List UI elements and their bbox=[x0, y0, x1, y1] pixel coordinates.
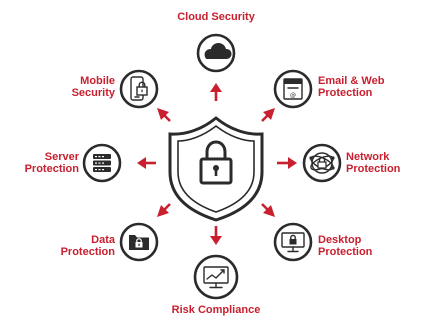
svg-text:@: @ bbox=[290, 92, 296, 99]
node-risk bbox=[193, 254, 239, 300]
node-desktop bbox=[273, 222, 313, 262]
node-mobile bbox=[119, 69, 159, 109]
label-email: Email & Web Protection bbox=[318, 75, 385, 99]
label-server: Server Protection bbox=[24, 151, 79, 175]
arrow-to-email bbox=[261, 108, 275, 122]
node-server bbox=[82, 143, 122, 183]
node-network bbox=[302, 143, 342, 183]
arrow-to-risk bbox=[210, 226, 222, 245]
arrow-to-server bbox=[137, 157, 156, 169]
monitor-chart-icon bbox=[203, 266, 229, 289]
shield-padlock-icon bbox=[168, 116, 264, 222]
folder-lock-icon bbox=[129, 235, 149, 250]
arrow-to-data bbox=[157, 203, 171, 217]
label-network: Network Protection bbox=[346, 151, 401, 175]
label-risk: Risk Compliance bbox=[171, 304, 261, 316]
desktop-lock-icon bbox=[281, 232, 305, 253]
label-data: Data Protection bbox=[60, 234, 115, 258]
node-email: @ bbox=[273, 69, 313, 109]
label-cloud: Cloud Security bbox=[177, 11, 255, 23]
cloud-icon bbox=[204, 43, 232, 59]
node-data bbox=[119, 222, 159, 262]
arrow-to-desktop bbox=[261, 203, 275, 217]
mobile-lock-icon bbox=[130, 76, 148, 101]
network-globe-icon bbox=[309, 152, 335, 174]
arrow-to-cloud bbox=[210, 83, 222, 101]
email-web-icon: @ bbox=[283, 78, 303, 100]
label-mobile: Mobile Security bbox=[71, 75, 115, 99]
label-desktop: Desktop Protection bbox=[318, 234, 373, 258]
node-cloud bbox=[196, 33, 236, 73]
arrow-to-network bbox=[277, 157, 297, 169]
arrow-to-mobile bbox=[157, 108, 171, 122]
server-icon bbox=[93, 154, 111, 172]
